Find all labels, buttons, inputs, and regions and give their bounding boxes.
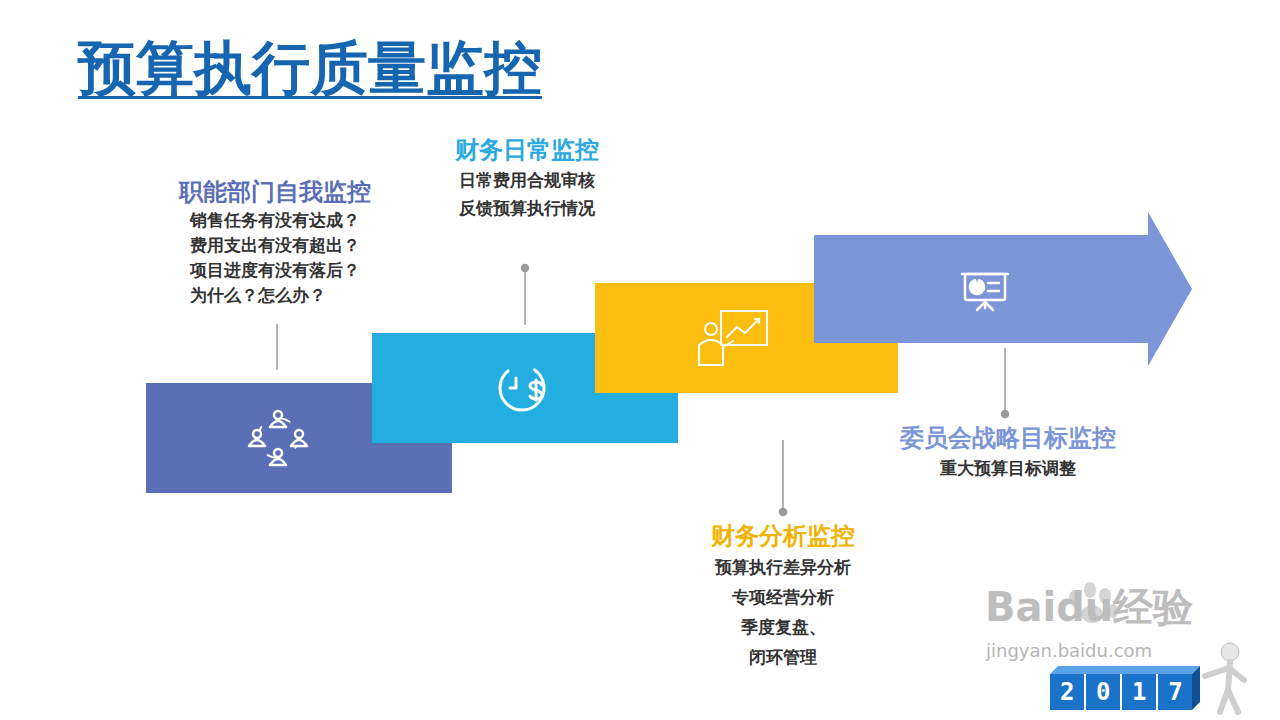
step-body: 重大预算目标调整 (940, 454, 1076, 483)
step-body: 预算执行差异分析 专项经营分析 季度复盘、闭环管理 (715, 552, 851, 672)
arrow-shape (814, 212, 1192, 366)
step-body: 日常费用合规审核 反馈预算执行情况 (459, 166, 595, 222)
step-text: 职能部门自我监控销售任务有没有达成？ 费用支出有没有超出？ 项目进度有没有落后？… (179, 176, 371, 308)
step-text: 财务分析监控预算执行差异分析 专项经营分析 季度复盘、闭环管理 (711, 520, 855, 672)
year-digits: 2017 (1060, 676, 1204, 708)
step-body: 销售任务有没有达成？ 费用支出有没有超出？ 项目进度有没有落后？ 为什么？怎么办… (190, 208, 360, 308)
step-text: 委员会战略目标监控重大预算目标调整 (900, 422, 1116, 483)
page-title: 预算执行质量监控 (78, 30, 542, 108)
step-heading: 委员会战略目标监控 (900, 422, 1116, 454)
arrow-band: 委员会战略目标监控重大预算目标调整 (814, 212, 1192, 366)
watermark-text: Baidu经验 (985, 580, 1193, 635)
step-text: 财务日常监控日常费用合规审核 反馈预算执行情况 (455, 134, 599, 222)
step-heading: 财务日常监控 (455, 134, 599, 166)
watermark-url: jingyan.baidu.com (986, 640, 1152, 661)
step-icon (814, 212, 1192, 366)
step-heading: 职能部门自我监控 (179, 176, 371, 208)
step-heading: 财务分析监控 (711, 520, 855, 552)
